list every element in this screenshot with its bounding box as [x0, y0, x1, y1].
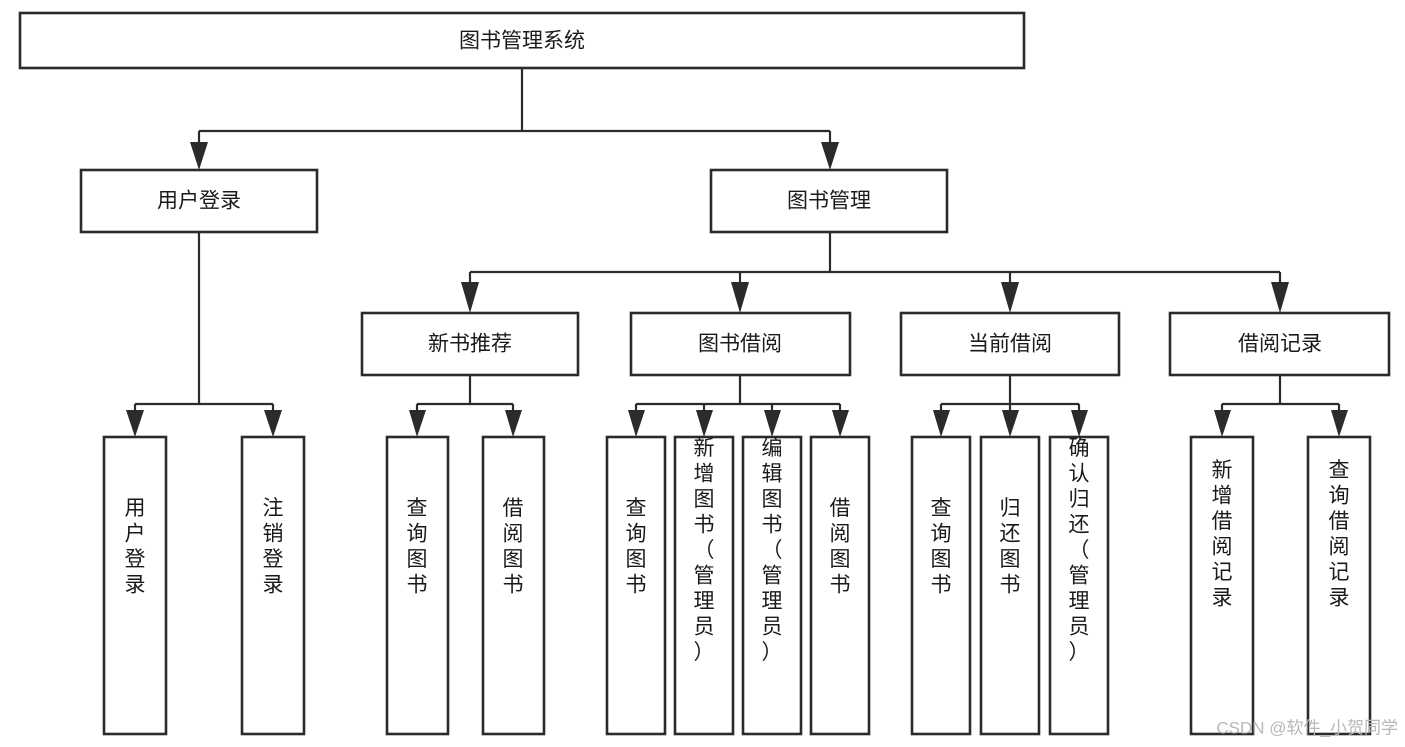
node-leaf-confirm-return-admin-label: 确认归还（管理员） [1069, 437, 1090, 664]
arrow-current-borrow-to-leaf2-icon [1002, 410, 1019, 437]
node-book-manage-box[interactable] [709, 168, 949, 234]
arrow-book-manage-to-new-book-rec-icon [461, 282, 479, 313]
node-leaf-logout[interactable]: 注销登录 [240, 435, 306, 736]
arrow-user-login-to-leaf1-icon [126, 410, 144, 437]
arrow-book-borrow-to-leaf1-icon [628, 410, 645, 437]
node-leaf-user-login[interactable]: 用户登录 [102, 435, 168, 736]
node-new-book-rec[interactable]: 新书推荐 [360, 311, 580, 377]
node-leaf-confirm-return-admin[interactable]: 确认归还（管理员） [1048, 435, 1110, 736]
node-leaf-query-book-1[interactable]: 查询图书 [385, 435, 450, 736]
arrow-book-manage-to-book-borrow-icon [731, 282, 749, 313]
node-leaf-borrow-book-2-box[interactable] [809, 435, 871, 736]
node-leaf-query-book-3[interactable]: 查询图书 [910, 435, 972, 736]
node-leaf-query-book-2-label: 查询图书 [626, 497, 647, 597]
node-root-box[interactable] [18, 11, 1026, 70]
arrow-book-manage-to-borrow-record-icon [1271, 282, 1289, 313]
node-leaf-logout-box[interactable] [240, 435, 306, 736]
node-leaf-query-book-1-label: 查询图书 [407, 497, 428, 597]
node-current-borrow-box[interactable] [899, 311, 1121, 377]
arrow-new-book-rec-to-leaf2-icon [505, 410, 522, 437]
connector-group-book-borrow [628, 375, 849, 437]
node-borrow-record[interactable]: 借阅记录 [1168, 311, 1391, 377]
node-leaf-query-record-box[interactable] [1306, 435, 1372, 736]
node-leaf-logout-label: 注销登录 [263, 497, 284, 597]
node-leaf-borrow-book-1-box[interactable] [481, 435, 546, 736]
node-user-login-box[interactable] [79, 168, 319, 234]
arrow-borrow-record-to-leaf1-icon [1214, 410, 1231, 437]
node-leaf-return-book-box[interactable] [979, 435, 1041, 736]
node-leaf-borrow-book-1[interactable]: 借阅图书 [481, 435, 546, 736]
node-book-manage-label: 图书管理 [787, 190, 871, 213]
arrow-book-borrow-to-leaf4-icon [832, 410, 849, 437]
node-leaf-query-book-1-box[interactable] [385, 435, 450, 736]
node-book-manage[interactable]: 图书管理 [709, 168, 949, 234]
arrow-book-borrow-to-leaf3-icon [764, 410, 781, 437]
node-leaf-query-book-3-label: 查询图书 [931, 497, 952, 597]
connector-group-borrow-record [1214, 375, 1348, 437]
node-borrow-record-box[interactable] [1168, 311, 1391, 377]
arrow-current-borrow-to-leaf1-icon [933, 410, 950, 437]
connector-group-user-login [126, 232, 282, 437]
node-root-label: 图书管理系统 [459, 30, 585, 53]
node-user-login-label: 用户登录 [157, 190, 241, 213]
node-leaf-user-login-label: 用户登录 [125, 497, 146, 597]
node-leaf-borrow-book-2[interactable]: 借阅图书 [809, 435, 871, 736]
node-leaf-add-record[interactable]: 新增借阅记录 [1189, 435, 1255, 736]
arrow-root-to-book-manage-icon [821, 142, 839, 170]
node-leaf-add-book-admin[interactable]: 新增图书（管理员） [673, 435, 735, 736]
node-current-borrow-label: 当前借阅 [968, 333, 1052, 356]
node-leaf-add-book-admin-label: 新增图书（管理员） [694, 437, 715, 664]
node-book-borrow-label: 图书借阅 [698, 333, 782, 356]
node-root[interactable]: 图书管理系统 [18, 11, 1026, 70]
node-user-login[interactable]: 用户登录 [79, 168, 319, 234]
node-leaf-edit-book-admin-box[interactable] [741, 435, 803, 736]
arrow-book-borrow-to-leaf2-icon [696, 410, 713, 437]
node-new-book-rec-box[interactable] [360, 311, 580, 377]
connector-group-root [190, 68, 839, 170]
watermark-label: CSDN @软件_小贺同学 [1216, 718, 1398, 737]
node-book-borrow[interactable]: 图书借阅 [629, 311, 852, 377]
arrow-root-to-user-login-icon [190, 142, 208, 170]
node-leaf-return-book[interactable]: 归还图书 [979, 435, 1041, 736]
node-leaf-query-record[interactable]: 查询借阅记录 [1306, 435, 1372, 736]
connector-group-new-book-rec [409, 375, 522, 437]
node-leaf-edit-book-admin-label: 编辑图书（管理员） [762, 437, 783, 664]
node-new-book-rec-label: 新书推荐 [428, 333, 512, 356]
node-borrow-record-label: 借阅记录 [1238, 333, 1322, 356]
node-leaf-add-book-admin-box[interactable] [673, 435, 735, 736]
node-leaf-query-book-2[interactable]: 查询图书 [605, 435, 667, 736]
node-leaf-borrow-book-1-label: 借阅图书 [503, 497, 524, 597]
node-book-borrow-box[interactable] [629, 311, 852, 377]
connector-group-book-manage [461, 232, 1289, 313]
node-leaf-query-book-2-box[interactable] [605, 435, 667, 736]
node-leaf-confirm-return-admin-box[interactable] [1048, 435, 1110, 736]
connector-group-current-borrow [933, 375, 1088, 437]
arrow-borrow-record-to-leaf2-icon [1331, 410, 1348, 437]
node-leaf-edit-book-admin[interactable]: 编辑图书（管理员） [741, 435, 803, 736]
node-leaf-borrow-book-2-label: 借阅图书 [830, 497, 851, 597]
arrow-current-borrow-to-leaf3-icon [1071, 410, 1088, 437]
arrow-book-manage-to-current-borrow-icon [1001, 282, 1019, 313]
node-leaf-query-book-3-box[interactable] [910, 435, 972, 736]
node-leaf-return-book-label: 归还图书 [1000, 497, 1021, 597]
node-leaf-user-login-box[interactable] [102, 435, 168, 736]
node-leaf-add-record-label: 新增借阅记录 [1212, 459, 1233, 610]
node-leaf-query-record-label: 查询借阅记录 [1329, 459, 1350, 610]
arrow-new-book-rec-to-leaf1-icon [409, 410, 426, 437]
node-leaf-add-record-box[interactable] [1189, 435, 1255, 736]
arrow-user-login-to-leaf2-icon [264, 410, 282, 437]
node-current-borrow[interactable]: 当前借阅 [899, 311, 1121, 377]
